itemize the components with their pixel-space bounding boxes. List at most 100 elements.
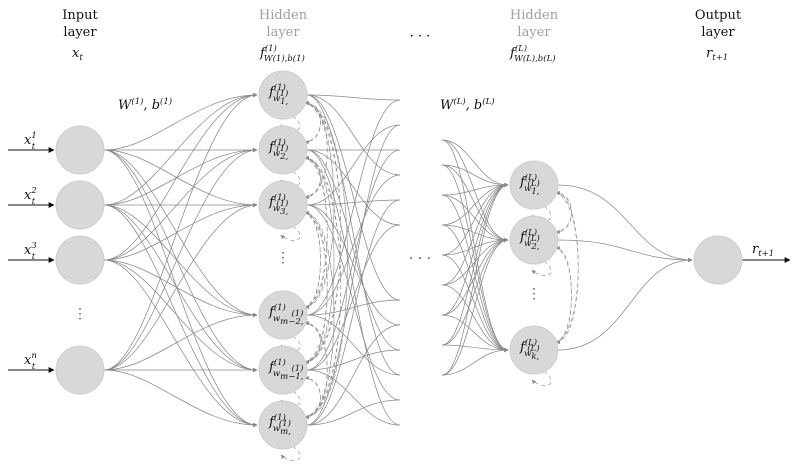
edge-input-hidden	[103, 259, 258, 373]
recurrent-link	[553, 190, 572, 233]
edge-hidden-output	[557, 184, 693, 263]
hidden-node-label: f(1)wm−1,(1)	[268, 357, 304, 382]
hidden-first-node	[258, 70, 308, 120]
hidden-first-node	[258, 290, 308, 340]
header-hidden-last: Hidden layer	[510, 8, 559, 40]
edge-incoming-last-hidden	[441, 194, 509, 353]
vertical-ellipsis: ⋮	[527, 286, 541, 302]
recurrent-link	[302, 320, 321, 363]
recurrent-link	[302, 100, 342, 363]
recurrent-link	[302, 157, 321, 200]
header-hidden-last-line2: layer	[517, 25, 551, 40]
recurrent-link	[302, 157, 328, 310]
recurrent-link	[302, 210, 335, 418]
edge-input-hidden	[103, 149, 258, 373]
header-hidden-first: Hidden layer	[259, 8, 308, 40]
edge-hidden-outgoing	[306, 324, 401, 426]
vertical-ellipsis: ⋮	[73, 306, 87, 322]
edge-incoming-last-hidden	[441, 237, 509, 376]
edge-hidden-outgoing	[306, 149, 401, 371]
edge-incoming-last-hidden	[441, 237, 509, 286]
recurrent-link	[302, 320, 328, 418]
recurrent-link	[302, 155, 321, 198]
edge-hidden-outgoing	[306, 204, 401, 401]
edge-incoming-last-hidden	[441, 139, 509, 188]
recurrent-link-self	[280, 445, 301, 461]
input-node	[55, 345, 105, 395]
hidden-node-label: f(1)w1,(1)	[268, 82, 289, 107]
hidden-node-label: f(1)wm−2,(1)	[268, 302, 304, 327]
edge-input-hidden	[103, 202, 258, 371]
recurrent-link	[302, 322, 321, 365]
edge-incoming-last-hidden	[441, 164, 509, 353]
hidden-node-label: f(L)wk,(L)	[519, 337, 540, 362]
edge-hidden-outgoing	[306, 149, 401, 426]
header-output-line1: Output	[695, 8, 742, 23]
weights-first-label: W(1), b(1)	[118, 96, 172, 113]
edge-hidden-output	[557, 257, 693, 351]
recurrent-link	[553, 192, 579, 345]
edge-incoming-last-hidden	[441, 139, 509, 353]
header-between-dots: · · ·	[410, 29, 431, 44]
edge-incoming-last-hidden	[441, 194, 509, 243]
edge-input-hidden	[103, 204, 258, 373]
header-input-line1: Input	[62, 8, 98, 23]
nodes	[8, 70, 791, 450]
edge-incoming-last-hidden	[441, 347, 509, 376]
recurrent-link	[302, 212, 328, 365]
edge-incoming-last-hidden	[441, 237, 509, 346]
recurrent-link	[553, 192, 572, 235]
header-hidden-last-line1: Hidden	[510, 8, 559, 23]
edge-hidden-outgoing	[306, 94, 401, 176]
edge-hidden-output	[557, 239, 693, 263]
hidden-node-label: f(L)w1,(L)	[519, 172, 540, 197]
edge-hidden-outgoing	[306, 204, 401, 326]
recurrent-link-self	[531, 205, 552, 221]
edge-hidden-outgoing	[306, 94, 401, 101]
edges-input-to-hidden	[103, 92, 258, 428]
edge-input-hidden	[103, 147, 258, 206]
edge-hidden-outgoing	[306, 124, 401, 206]
header-hidden-first-fn: f(1)W(1),b(1)	[259, 43, 305, 64]
recurrent-link-self	[280, 335, 301, 351]
edge-input-hidden	[103, 147, 258, 371]
edge-incoming-last-hidden	[441, 164, 509, 188]
edge-hidden-outgoing	[306, 99, 401, 316]
hidden-first-node	[258, 125, 308, 175]
edge-input-hidden	[103, 149, 258, 318]
input-node	[55, 235, 105, 285]
edge-input-hidden	[103, 92, 258, 371]
hidden-first-node	[258, 345, 308, 395]
edge-input-hidden	[103, 92, 258, 151]
weights-last-label: W(L), b(L)	[440, 96, 495, 113]
edge-incoming-last-hidden	[441, 254, 509, 353]
recurrent-link-self	[531, 370, 552, 386]
recurrent-link	[302, 210, 321, 308]
edge-hidden-outgoing	[306, 174, 401, 316]
edge-input-hidden	[103, 92, 258, 261]
edges-hidden-to-output	[557, 184, 693, 351]
edge-incoming-last-hidden	[441, 182, 509, 286]
hidden-last-node	[509, 215, 559, 265]
header-hidden-last-fn: f(L)W(L),b(L)	[509, 43, 556, 64]
hidden-node-label: f(1)w2,(1)	[268, 137, 289, 162]
recurrent-link-self	[280, 225, 301, 241]
edge-incoming-last-hidden	[441, 182, 509, 256]
header-output-var: rt+1	[706, 46, 728, 63]
output-label: rt+1	[752, 242, 774, 259]
recurrent-link	[553, 190, 579, 343]
edge-hidden-outgoing	[306, 349, 401, 371]
recurrent-link	[302, 155, 335, 363]
hidden-first-node	[258, 400, 308, 450]
hidden-first-node	[258, 180, 308, 230]
output-node	[693, 235, 743, 285]
edge-incoming-last-hidden	[441, 182, 509, 316]
header-output-line2: layer	[701, 25, 735, 40]
recurrent-link-self	[531, 260, 552, 276]
edge-input-hidden	[103, 259, 258, 428]
header-input-var: xt	[72, 46, 83, 63]
